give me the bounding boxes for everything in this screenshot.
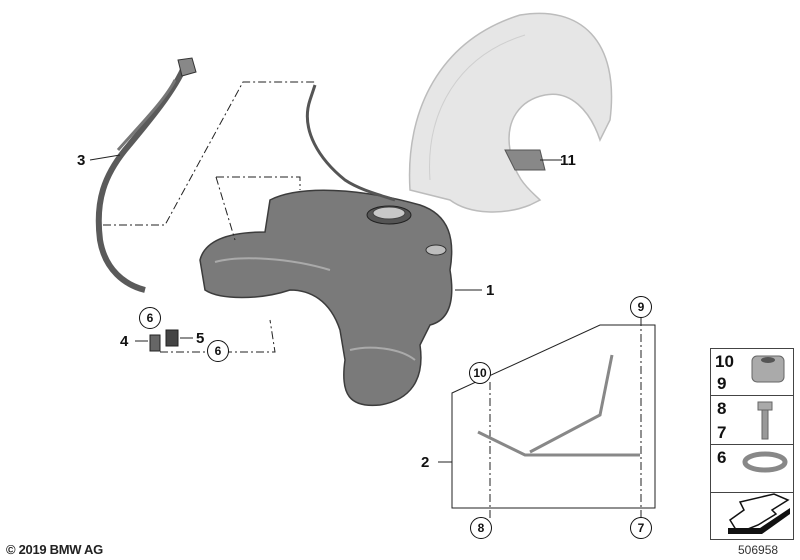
legend-number: 8 [717,399,727,418]
legend-row-clamp: 6 [711,445,793,493]
legend-number: 9 [717,374,727,393]
diagram-number: 506958 [738,543,779,557]
wheel-arch-liner [408,12,613,213]
legend-number: 7 [717,423,727,442]
clamp-icon [742,451,788,473]
callout-11: 11 [560,152,576,169]
leader-lines [89,154,562,342]
callout-3: 3 [77,152,86,169]
vent-line [305,84,396,202]
part-5-sleeve [165,329,179,347]
callout-4: 4 [120,333,129,350]
legend-number: 10 [715,352,734,371]
washer-icon [751,355,785,383]
legend-row-washer: 10 9 [711,349,793,396]
part-2-frame [451,324,656,509]
fuel-tank [199,189,453,407]
legend-number: 6 [717,448,727,467]
copyright: © 2019 BMW AG [6,542,103,557]
filler-pipe [95,57,197,293]
part-4-sleeve [149,334,161,352]
callout-1: 1 [486,282,495,299]
callout-6-circled: 6 [139,307,161,329]
parts-legend: 10 9 8 7 6 [710,348,794,540]
callout-10-circled: 10 [469,362,491,384]
callout-6-circled: 6 [207,340,229,362]
callout-2: 2 [421,454,430,471]
dash-lines [103,81,642,518]
callout-7-circled: 7 [630,517,652,539]
callout-8-circled: 8 [470,517,492,539]
tank-strap [477,354,640,457]
callout-5: 5 [196,330,205,347]
callout-9-circled: 9 [630,296,652,318]
legend-row-bolt: 8 7 [711,396,793,445]
